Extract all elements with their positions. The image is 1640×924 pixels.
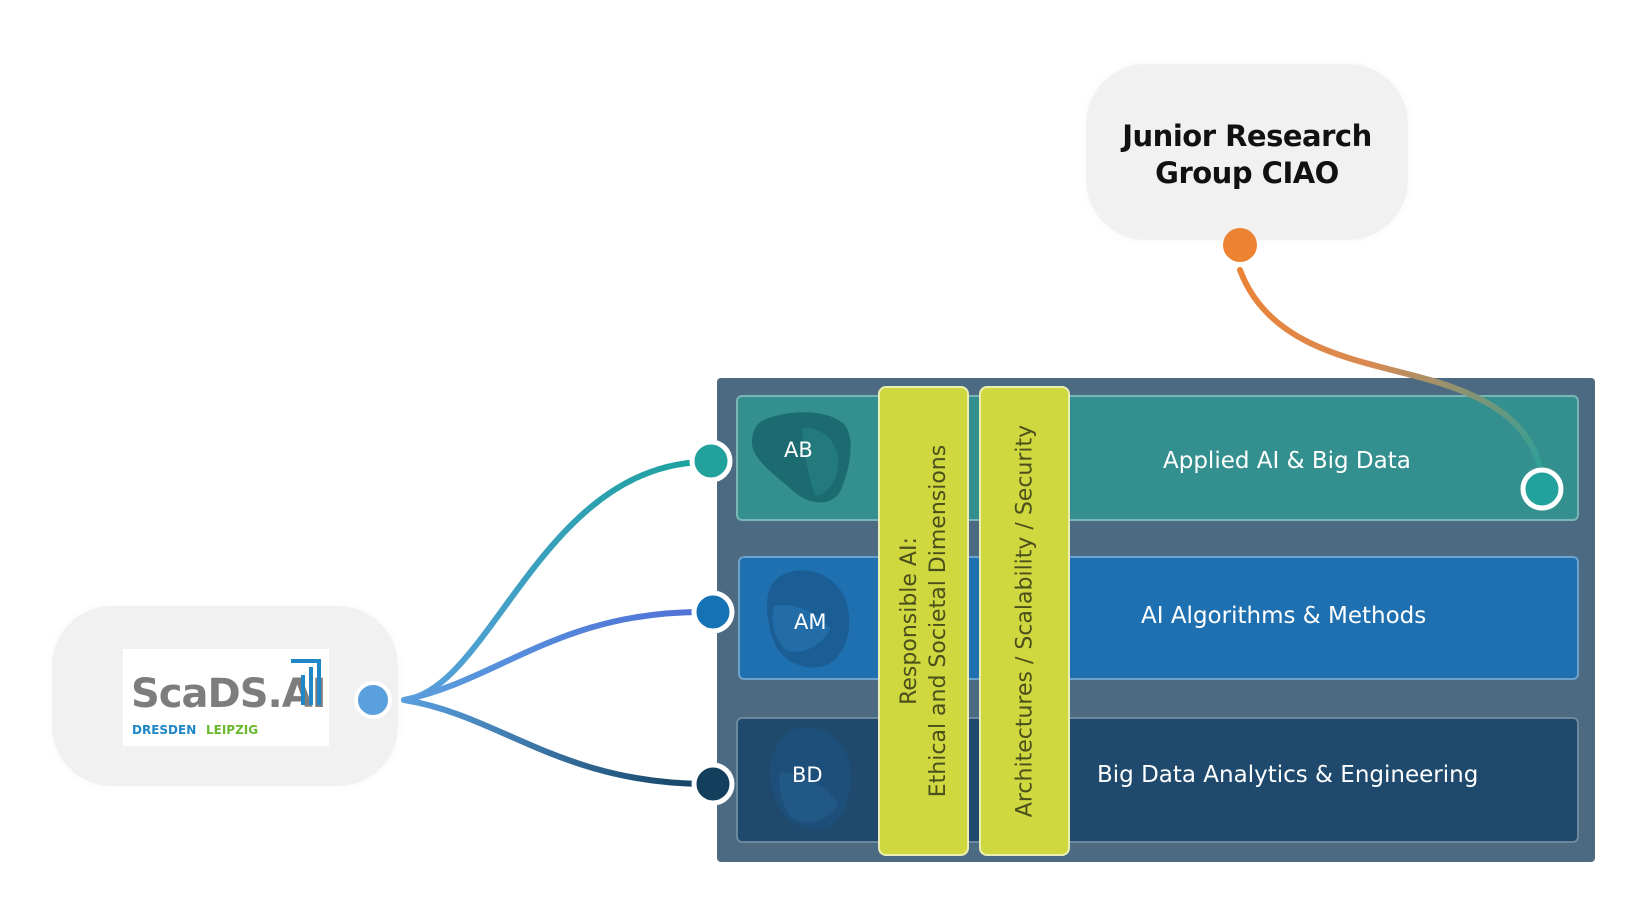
scads-wordmark: ScaDS.AI — [131, 671, 327, 717]
am-blob-icon — [767, 570, 850, 668]
scads-node: ScaDS.AI DRESDEN LEIPZIG — [52, 606, 398, 786]
am-input-dot — [691, 590, 735, 634]
junior-research-group-title: Junior Research Group CIAO — [1122, 119, 1372, 190]
label-applied-ai-big-data: Applied AI & Big Data — [1163, 448, 1411, 474]
scads-logo: ScaDS.AI DRESDEN LEIPZIG — [123, 649, 329, 746]
scads-city-dresden: DRESDEN — [132, 723, 197, 737]
label-big-data-analytics: Big Data Analytics & Engineering — [1097, 762, 1479, 788]
ab-code: AB — [784, 438, 813, 462]
bd-code: BD — [792, 763, 823, 787]
connector-jrg-to-ab — [1237, 267, 1545, 481]
scads-output-dot — [354, 681, 392, 719]
pillar-architectures: Architectures / Scalability / Security — [979, 386, 1070, 856]
connector-scads-to-ab — [401, 459, 703, 703]
am-code: AM — [794, 610, 827, 634]
ab-input-dot — [689, 439, 733, 483]
pillar-responsible-ai: Responsible AI: Ethical and Societal Dim… — [878, 386, 969, 856]
scads-logo-bars-icon — [291, 659, 321, 705]
scads-city-leipzig: LEIPZIG — [206, 723, 259, 737]
row-applied-ai-big-data — [736, 395, 1579, 521]
connector-scads-to-am — [401, 608, 711, 703]
junior-research-group-node: Junior Research Group CIAO — [1086, 64, 1408, 240]
jrg-output-dot — [1223, 228, 1257, 262]
connector-scads-to-bd — [401, 697, 711, 787]
row-big-data-analytics — [736, 717, 1579, 843]
bd-blob-icon — [770, 727, 851, 829]
bd-input-dot — [691, 762, 735, 806]
label-ai-algorithms-methods: AI Algorithms & Methods — [1141, 603, 1427, 629]
ab-blob-icon — [751, 412, 851, 503]
ab-jrg-target-dot — [1520, 467, 1564, 511]
